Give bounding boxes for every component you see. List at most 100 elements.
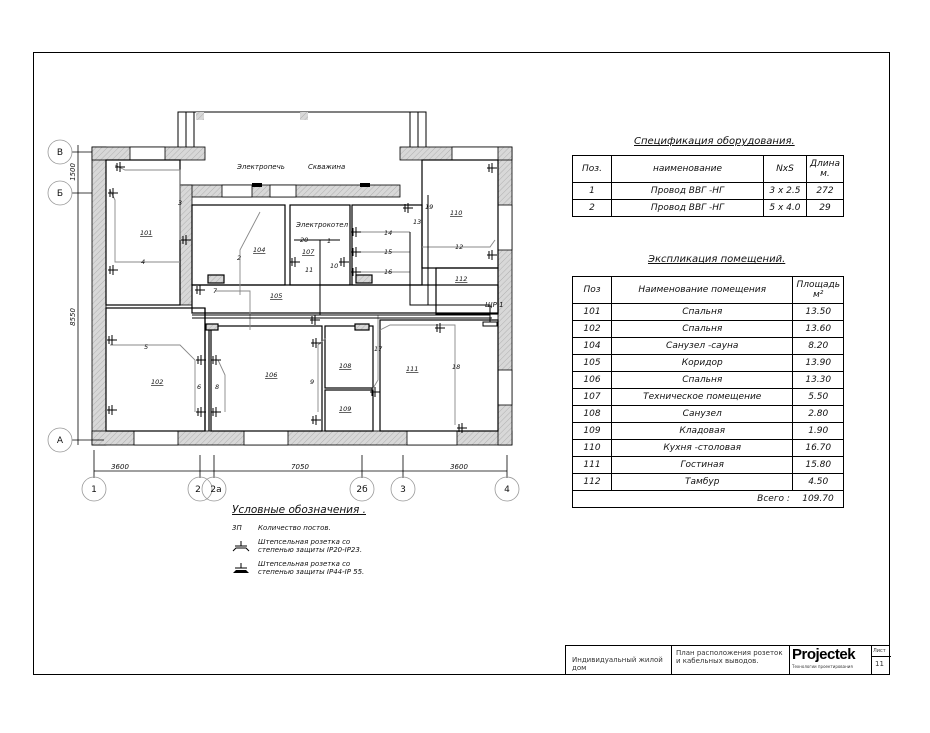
cable-numbers: 1 2 3 4 5 6 7 8 9 10 11 12 13 14 15 16 1… — [141, 199, 463, 391]
header-cell: Поз — [572, 276, 612, 304]
svg-text:17: 17 — [374, 345, 383, 353]
logo-text: Projectek — [792, 646, 856, 663]
svg-text:3600: 3600 — [111, 463, 129, 471]
cell: Санузел -сауна — [610, 337, 794, 355]
svg-text:3: 3 — [178, 199, 182, 207]
cell: 106 — [572, 371, 612, 389]
callouts: Электропечь Скважина Электрокотел ЩР 1 — [236, 163, 504, 309]
svg-text:7: 7 — [213, 287, 218, 295]
title-block: Индивидуальный жилой дом План расположен… — [565, 645, 891, 675]
legend-text: Штепсельная розетка со степенью защиты I… — [258, 538, 363, 554]
socket-ip20-icon — [232, 541, 250, 552]
sheet-number-box: Лист 11 — [872, 646, 891, 675]
room-label: 110 — [450, 209, 462, 217]
axis-labels: В Б А 1 2 2а 2б 3 4 — [57, 148, 510, 495]
cell: 29 — [805, 199, 845, 217]
callout-panel: ЩР 1 — [485, 301, 504, 309]
header-cell: Поз. — [572, 155, 612, 183]
room-label: 107 — [302, 248, 315, 256]
room-label: 111 — [406, 365, 418, 373]
spec-title: Спецификация оборудования. — [634, 136, 795, 147]
table-header: Поз Наименование помещения Площадь м² — [572, 276, 844, 304]
cell: Провод ВВГ -НГ — [611, 182, 764, 200]
svg-text:5: 5 — [144, 343, 148, 351]
svg-text:Б: Б — [57, 189, 63, 199]
svg-text:10: 10 — [330, 262, 338, 270]
svg-text:2б: 2б — [356, 485, 368, 495]
svg-text:3600: 3600 — [450, 463, 468, 471]
svg-text:16: 16 — [384, 268, 392, 276]
legend: Условные обозначения . 3П Количество пос… — [232, 504, 368, 582]
cell: 4.50 — [792, 473, 844, 491]
project-name: Индивидуальный жилой дом — [566, 646, 672, 675]
svg-text:3: 3 — [400, 485, 406, 495]
cell: 102 — [572, 320, 612, 338]
svg-text:В: В — [57, 148, 63, 158]
cell: 2.80 — [792, 405, 844, 423]
drawing-frame — [33, 52, 890, 675]
legend-title: Условные обозначения . — [232, 504, 366, 516]
cell: Коридор — [610, 354, 794, 372]
table-header: Поз. наименование NxS Длина м. — [572, 155, 845, 183]
cell: 112 — [572, 473, 612, 491]
cell: 104 — [572, 337, 612, 355]
svg-text:9: 9 — [310, 378, 314, 386]
grid-axes — [47, 139, 520, 502]
svg-text:20: 20 — [300, 236, 308, 244]
socket-ip44-icon — [233, 563, 249, 573]
cell: 13.90 — [792, 354, 844, 372]
room-label: 108 — [339, 362, 351, 370]
cell: Спальня — [610, 371, 794, 389]
svg-text:2: 2 — [237, 254, 241, 262]
logo: Projectek Технологии проектирования — [790, 646, 872, 675]
cell: 107 — [572, 388, 612, 406]
walls — [91, 146, 513, 446]
svg-text:12: 12 — [455, 243, 463, 251]
cell: Провод ВВГ -НГ — [611, 199, 764, 217]
svg-text:4: 4 — [504, 485, 510, 495]
cell: 110 — [572, 439, 612, 457]
svg-text:18: 18 — [452, 363, 460, 371]
sheet-label: Лист — [872, 646, 891, 657]
cell: 1 — [572, 182, 612, 200]
svg-text:2а: 2а — [210, 485, 221, 495]
cell: 272 — [805, 182, 845, 200]
cell: Гостиная — [610, 456, 794, 474]
room-label: 102 — [151, 378, 163, 386]
svg-text:14: 14 — [384, 229, 392, 237]
cell: Спальня — [610, 303, 794, 321]
cell: 5.50 — [792, 388, 844, 406]
header-cell: Площадь м² — [792, 276, 844, 304]
dimensions: 3600 7050 3600 1500 8550 — [69, 163, 468, 471]
header-cell: Длина м. — [805, 155, 845, 183]
room-labels: 101 104 105 107 110 112 102 106 108 109 … — [140, 209, 467, 413]
svg-text:11: 11 — [305, 266, 313, 274]
porch — [177, 111, 427, 147]
cell: Тамбур — [610, 473, 794, 491]
cell: 105 — [572, 354, 612, 372]
svg-text:4: 4 — [141, 258, 145, 266]
room-label: 109 — [339, 405, 351, 413]
cell: Санузел — [610, 405, 794, 423]
partitions — [105, 159, 499, 432]
sockets — [106, 161, 498, 434]
cell: 15.80 — [792, 456, 844, 474]
svg-text:1: 1 — [327, 237, 331, 245]
header-cell: NxS — [762, 155, 807, 183]
cell: 111 — [572, 456, 612, 474]
svg-text:15: 15 — [384, 248, 392, 256]
cell: 13.60 — [792, 320, 844, 338]
